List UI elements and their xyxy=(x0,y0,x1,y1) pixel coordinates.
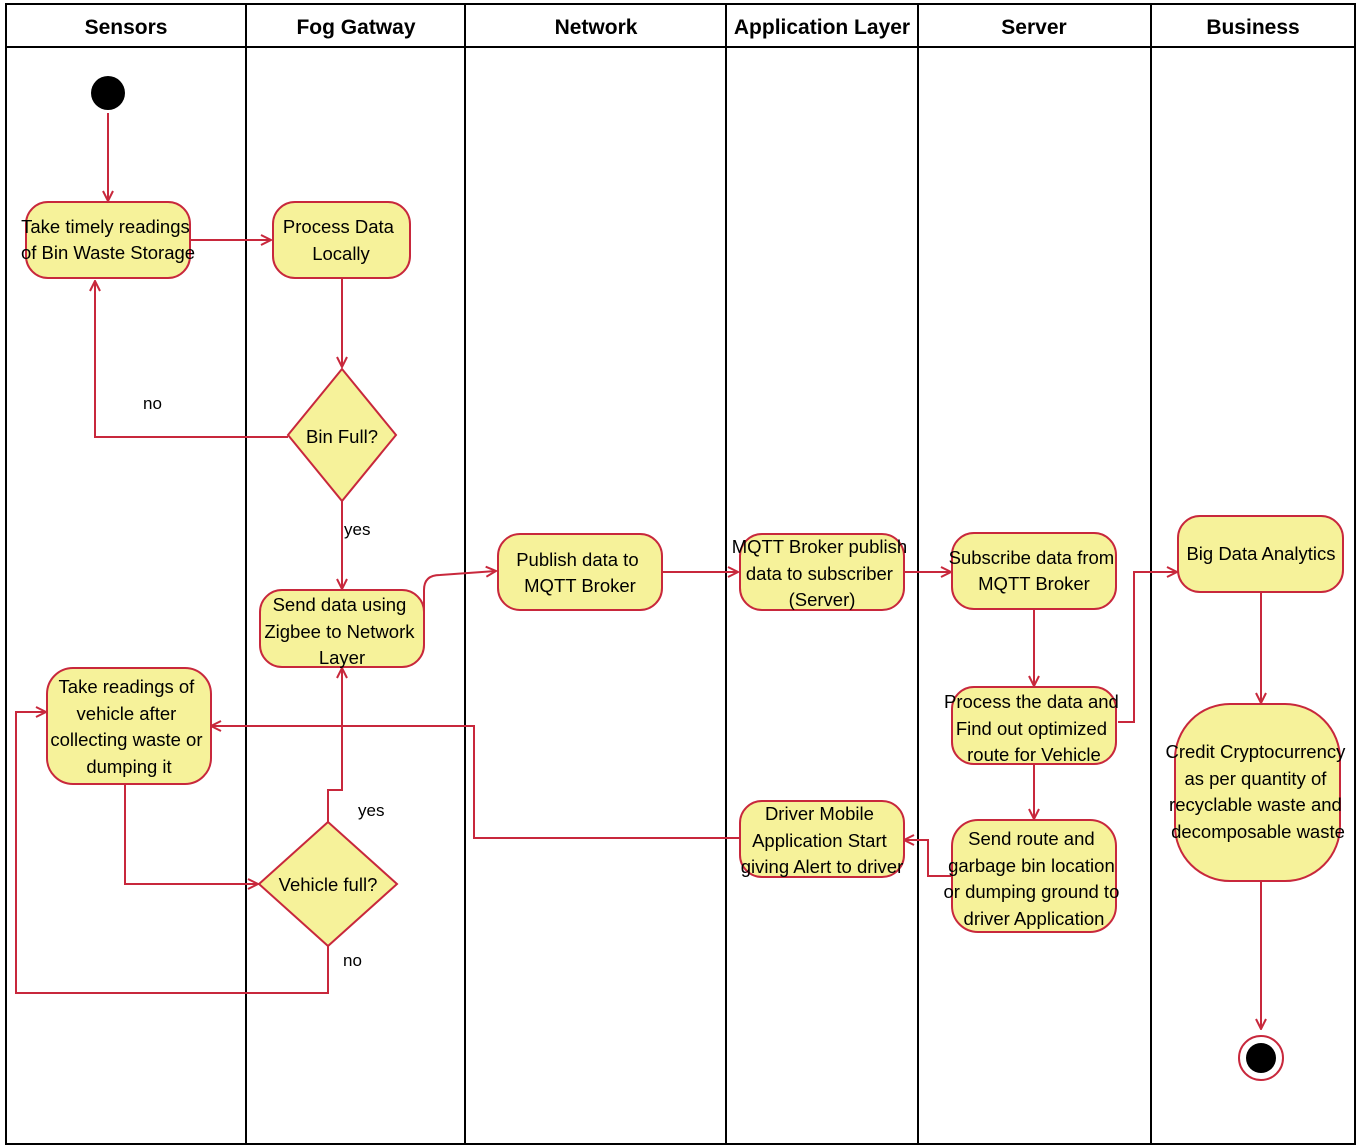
guard-bin-no: no xyxy=(143,394,162,413)
svg-text:MQTT Broker publish data: MQTT Broker publish data to subscriber (… xyxy=(732,536,913,610)
svg-text:Credit Cryptocurrency as: Credit Cryptocurrency as per quantity of… xyxy=(1165,741,1350,842)
action-driver-alert: Driver Mobile Application Start giving A… xyxy=(739,800,905,878)
flow-vehicle-yes-to-send xyxy=(327,668,342,822)
lane-title-network: Network xyxy=(555,16,638,39)
svg-text:Vehicle full?: Vehicle full? xyxy=(279,874,378,895)
flow-send-route-to-driver xyxy=(904,840,953,877)
decision-vehicle-full: Vehicle full? xyxy=(257,820,399,948)
action-take-readings-bin: Take timely readings of Bin Waste Storag… xyxy=(21,201,195,279)
svg-text:Subscribe data from MQTT: Subscribe data from MQTT Broker xyxy=(949,547,1120,594)
flow-send-to-publish xyxy=(423,571,496,620)
start-node xyxy=(91,76,125,110)
action-vehicle-readings: Take readings of vehicle after collectin… xyxy=(46,667,212,785)
lane-fog-gateway xyxy=(245,3,466,1145)
guard-vehicle-yes: yes xyxy=(358,801,384,820)
svg-text:Process Data Locally: Process Data Locally xyxy=(283,216,399,264)
flow-vehicle-no-loop xyxy=(15,712,329,994)
svg-text:Send data using Zigbee t: Send data using Zigbee to Network Layer xyxy=(264,594,419,668)
action-send-zigbee: Send data using Zigbee to Network Layer xyxy=(259,589,425,668)
lane-title-fog-gateway: Fog Gatway xyxy=(296,16,415,39)
action-optimize-route: Process the data and Find out optimized … xyxy=(944,686,1124,765)
svg-text:Take readings of vehicle: Take readings of vehicle after collectin… xyxy=(50,676,207,777)
svg-text:Process the data and Fin: Process the data and Find out optimized … xyxy=(944,691,1124,765)
svg-text:Send route and garbage b: Send route and garbage bin location or d… xyxy=(943,828,1124,929)
flow-driver-to-vehicle-readings xyxy=(211,726,740,839)
action-credit-crypto: Credit Cryptocurrency as per quantity of… xyxy=(1165,703,1350,882)
action-send-route: Send route and garbage bin location or d… xyxy=(943,819,1124,933)
svg-text:Driver Mobile Applicatio: Driver Mobile Application Start giving A… xyxy=(741,803,903,877)
flow-optimize-to-bigdata xyxy=(1118,572,1177,723)
lane-title-business: Business xyxy=(1206,16,1299,39)
svg-text:Bin Full?: Bin Full? xyxy=(306,426,378,447)
action-big-data: Big Data Analytics xyxy=(1177,515,1344,593)
lane-title-application-layer: Application Layer xyxy=(734,16,910,39)
guard-vehicle-no: no xyxy=(343,951,362,970)
action-process-locally: Process Data Locally xyxy=(272,201,411,279)
guard-bin-yes: yes xyxy=(344,520,370,539)
lane-sensors xyxy=(5,3,247,1145)
flows xyxy=(15,113,1261,1029)
lane-title-sensors: Sensors xyxy=(85,16,168,39)
action-broker-publish: MQTT Broker publish data to subscriber (… xyxy=(732,533,913,611)
svg-text:Big Data Analytics: Big Data Analytics xyxy=(1186,543,1335,564)
flow-vehicle-readings-to-decision xyxy=(124,784,258,884)
svg-text:Take timely readings of: Take timely readings of Bin Waste Storag… xyxy=(21,216,195,263)
swimlanes: Sensors Fog Gatway Network Application L… xyxy=(5,3,1356,1145)
action-subscribe-data: Subscribe data from MQTT Broker xyxy=(949,532,1120,610)
lane-business xyxy=(1150,3,1356,1145)
lane-title-server: Server xyxy=(1001,16,1066,39)
decision-bin-full: Bin Full? xyxy=(286,367,398,503)
svg-text:Publish data to MQTT Bro: Publish data to MQTT Broker xyxy=(516,549,644,596)
action-publish-mqtt: Publish data to MQTT Broker xyxy=(497,533,663,611)
end-node xyxy=(1246,1043,1276,1073)
flow-bin-no-loop xyxy=(95,281,288,438)
